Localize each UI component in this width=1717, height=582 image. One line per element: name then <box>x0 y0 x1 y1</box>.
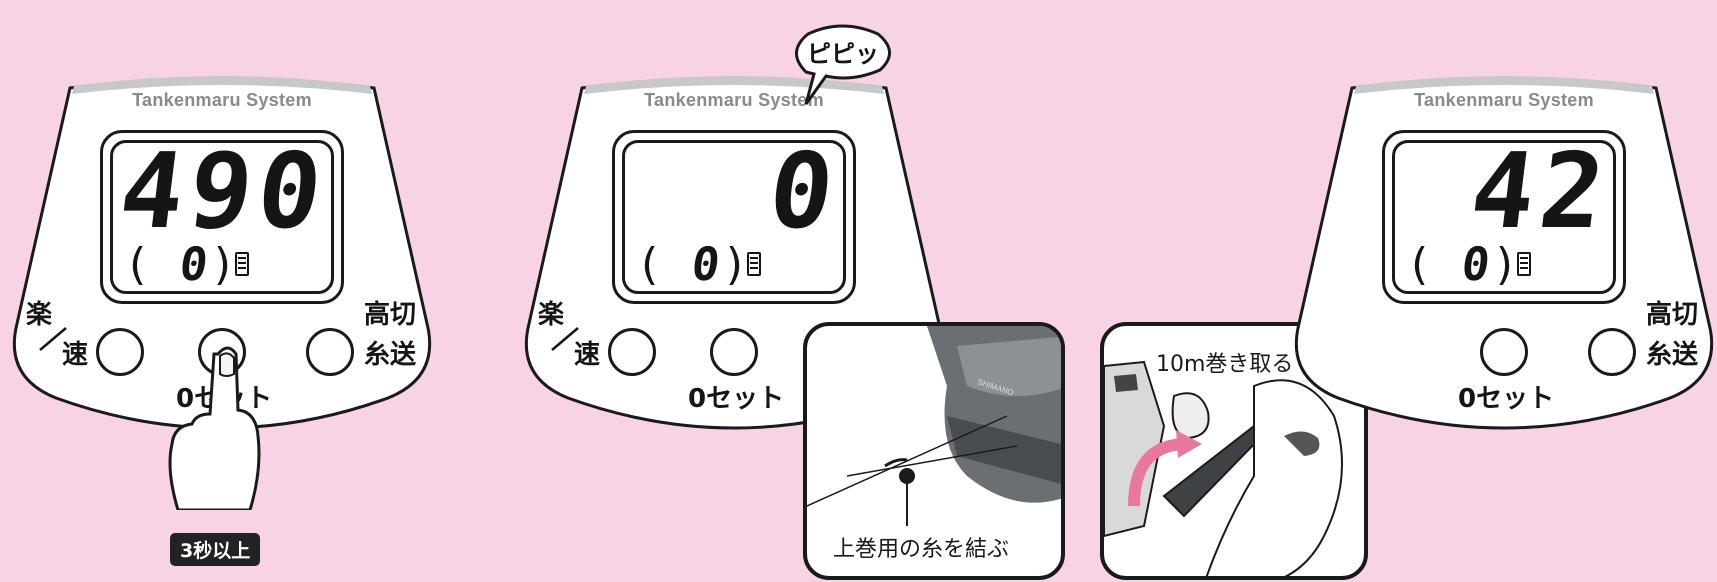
zero-set-button[interactable] <box>1480 328 1528 376</box>
main-counter: 490 <box>113 130 335 252</box>
sub-counter: 0 <box>1458 237 1494 291</box>
paren-close: ) <box>213 238 232 290</box>
brand-label: Tankenmaru System <box>132 90 312 110</box>
battery-icon <box>235 252 250 276</box>
tie-caption: 上巻用の糸を結ぶ <box>833 537 1010 562</box>
line-cut-button[interactable] <box>1588 328 1636 376</box>
label-itookuri: 糸送 <box>364 340 417 370</box>
main-counter: 42 <box>1464 130 1617 252</box>
main-counter: 0 <box>762 130 847 252</box>
brand-label: Tankenmaru System <box>1414 90 1594 110</box>
label-soku: 速 <box>62 340 89 370</box>
paren-open: ( <box>129 238 147 290</box>
lcd-screen: 490 ( 0 ) <box>100 130 344 304</box>
paren-open: ( <box>641 238 659 290</box>
paren-open: ( <box>1411 238 1429 290</box>
label-itookuri: 糸送 <box>1646 340 1699 370</box>
inset-wind-line: 10m巻き取る <box>1100 322 1368 580</box>
reel-handle-illustration <box>1104 360 1343 576</box>
label-raku: 楽 <box>538 300 565 330</box>
speech-bubble-icon <box>795 24 891 105</box>
sub-counter-row: ( 0 ) <box>641 237 762 291</box>
battery-icon <box>1517 252 1532 276</box>
display-panel-1: Tankenmaru System 490 ( 0 ) 楽 速 高切 糸送 0セ… <box>8 76 436 510</box>
label-soku: 速 <box>574 340 601 370</box>
label-koukiri: 高切 <box>364 300 417 330</box>
zero-set-label: 0セット <box>688 384 785 414</box>
mode-button[interactable] <box>608 328 656 376</box>
line-cut-button[interactable] <box>306 328 354 376</box>
zero-set-button[interactable] <box>710 328 758 376</box>
label-koukiri: 高切 <box>1646 300 1699 330</box>
paren-close: ) <box>1495 238 1514 290</box>
wind-caption: 10m巻き取る <box>1156 352 1294 377</box>
paren-close: ) <box>725 238 744 290</box>
sub-counter: 0 <box>688 237 724 291</box>
finger-press-icon <box>168 346 261 510</box>
lcd-screen: 42 ( 0 ) <box>1382 130 1626 304</box>
inset-tie-line: SHIMANO 上巻用の糸を結ぶ <box>803 322 1065 580</box>
zero-set-label: 0セット <box>1458 384 1555 414</box>
display-panel-3: Tankenmaru System 42 ( 0 ) 高切 糸送 0セット <box>1290 76 1717 458</box>
beep-text: ピピッ <box>807 40 879 68</box>
beep-speech-bubble: ピピッ <box>792 24 894 105</box>
reel-illustration: SHIMANO <box>807 326 1061 526</box>
slash-divider <box>39 327 67 351</box>
lcd-screen: 0 ( 0 ) <box>612 130 856 304</box>
mode-button[interactable] <box>96 328 144 376</box>
battery-icon <box>747 252 762 276</box>
sub-counter: 0 <box>176 237 212 291</box>
brand-label: Tankenmaru System <box>644 90 824 110</box>
slash-divider <box>551 327 579 351</box>
rotate-arrow-icon <box>1176 430 1202 458</box>
hold-duration-badge: 3秒以上 <box>170 533 261 566</box>
sub-counter-row: ( 0 ) <box>129 237 250 291</box>
sub-counter-row: ( 0 ) <box>1411 237 1532 291</box>
label-raku: 楽 <box>26 300 53 330</box>
